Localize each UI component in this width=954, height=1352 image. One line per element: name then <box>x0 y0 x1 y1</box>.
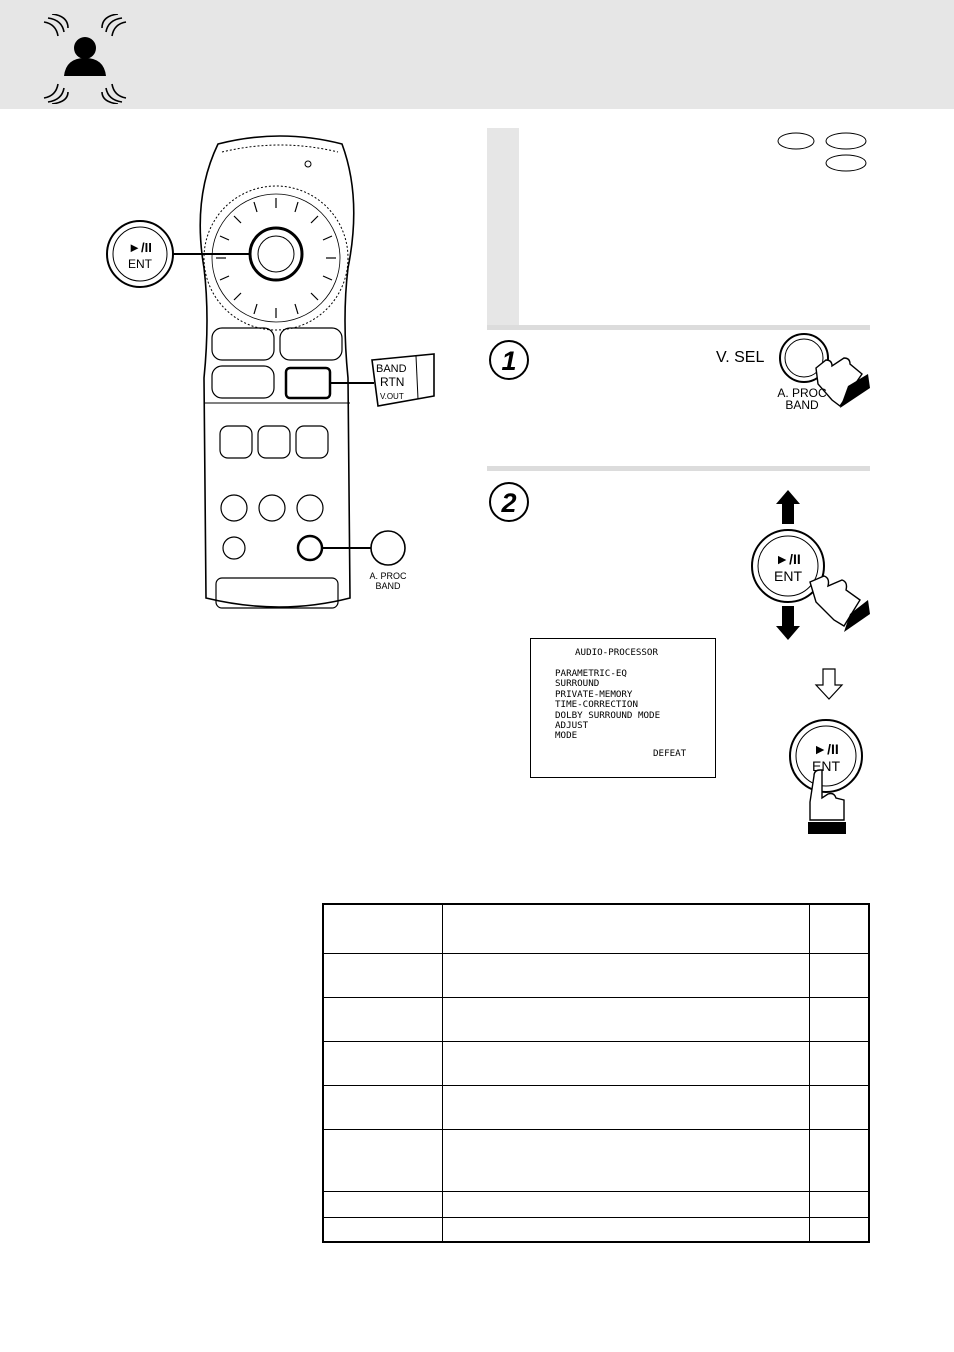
step2-ent-label: ENT <box>774 568 802 584</box>
step1-number-icon: 1 <box>489 340 529 380</box>
table-cell <box>442 1084 810 1130</box>
table-cell <box>442 1190 810 1218</box>
settings-table <box>322 903 870 1243</box>
osd-menu-item: PARAMETRIC-EQ <box>555 668 627 679</box>
osd-menu-item: ADJUST <box>555 720 589 732</box>
table-cell <box>808 1190 870 1218</box>
osd-menu-item: TIME-CORRECTION <box>555 699 638 711</box>
table-cell <box>808 996 870 1042</box>
arrow-down-outline-icon <box>814 668 844 700</box>
aproc-label: A. PROC <box>777 386 827 400</box>
arrow-up-icon <box>776 490 800 524</box>
table-cell <box>808 903 870 954</box>
table-row <box>322 952 870 998</box>
ent-joystick-up-down-illustration: ►/II ENT <box>751 490 870 640</box>
vsel-button-illustration: V. SEL A. PROC BAND <box>716 333 870 412</box>
disc-format-icons <box>777 132 867 172</box>
callout-aproc-label: A. PROC <box>369 571 407 581</box>
intro-panel <box>487 128 870 328</box>
table-cell <box>322 1190 444 1218</box>
step2-number-icon: 2 <box>489 482 529 522</box>
table-cell <box>322 1128 444 1192</box>
osd-menu-item: PRIVATE-MEMORY <box>555 688 633 700</box>
header-band <box>0 0 954 109</box>
table-cell <box>322 996 444 1042</box>
table-cell <box>808 952 870 998</box>
table-cell <box>808 1040 870 1086</box>
callout-vout-label: V.OUT <box>380 392 404 401</box>
osd-menu-item: SURROUND <box>555 678 600 690</box>
panel-side-bar <box>487 128 519 328</box>
callout-aproc-band-label: BAND <box>375 581 401 591</box>
callout-band-label: BAND <box>376 363 407 375</box>
table-row <box>322 1040 870 1086</box>
step2-play-symbol: ►/II <box>775 551 801 567</box>
remote-control-illustration: ►/II ENT BAND RTN V.OUT A. PROC BAND <box>106 135 435 609</box>
table-row <box>322 1084 870 1130</box>
band-label: BAND <box>785 398 819 412</box>
table-cell <box>808 1128 870 1192</box>
table-cell <box>322 952 444 998</box>
callout-ent-label: ENT <box>128 257 153 271</box>
table-cell <box>442 996 810 1042</box>
audio-processor-screen: AUDIO-PROCESSOR PARAMETRIC-EQ SURROUND P… <box>530 638 716 778</box>
table-header-row <box>322 903 870 954</box>
table-cell <box>322 903 444 954</box>
osd-defeat-label: DEFEAT <box>653 748 687 759</box>
table-row <box>322 1190 870 1218</box>
section-divider <box>487 325 870 330</box>
table-cell <box>322 1084 444 1130</box>
table-cell <box>442 952 810 998</box>
table-cell <box>442 903 810 954</box>
table-cell <box>808 1084 870 1130</box>
osd-title: AUDIO-PROCESSOR <box>575 647 658 658</box>
step2-play-symbol-2: ►/II <box>813 741 839 757</box>
table-row <box>322 996 870 1042</box>
callout-play-symbol: ►/II <box>128 240 152 255</box>
table-cell <box>442 1128 810 1192</box>
table-cell <box>442 1216 810 1243</box>
listener-sound-waves-icon <box>43 14 127 104</box>
table-cell <box>322 1216 444 1243</box>
callout-rtn-label: RTN <box>380 375 404 389</box>
osd-menu-list: PARAMETRIC-EQ SURROUND PRIVATE-MEMORY TI… <box>555 668 661 742</box>
table-cell <box>322 1040 444 1086</box>
vsel-label: V. SEL <box>716 349 764 366</box>
osd-menu-item: DOLBY SURROUND MODE <box>555 709 661 721</box>
table-cell <box>442 1040 810 1086</box>
table-row <box>322 1128 870 1192</box>
section-divider-2 <box>487 466 870 471</box>
ent-press-illustration: ►/II ENT <box>789 719 863 834</box>
table-row <box>322 1216 870 1243</box>
table-cell <box>808 1216 870 1243</box>
svg-text:1: 1 <box>501 346 516 376</box>
svg-text:2: 2 <box>500 488 516 518</box>
arrow-down-icon <box>776 606 800 640</box>
osd-menu-item: MODE <box>555 730 578 742</box>
